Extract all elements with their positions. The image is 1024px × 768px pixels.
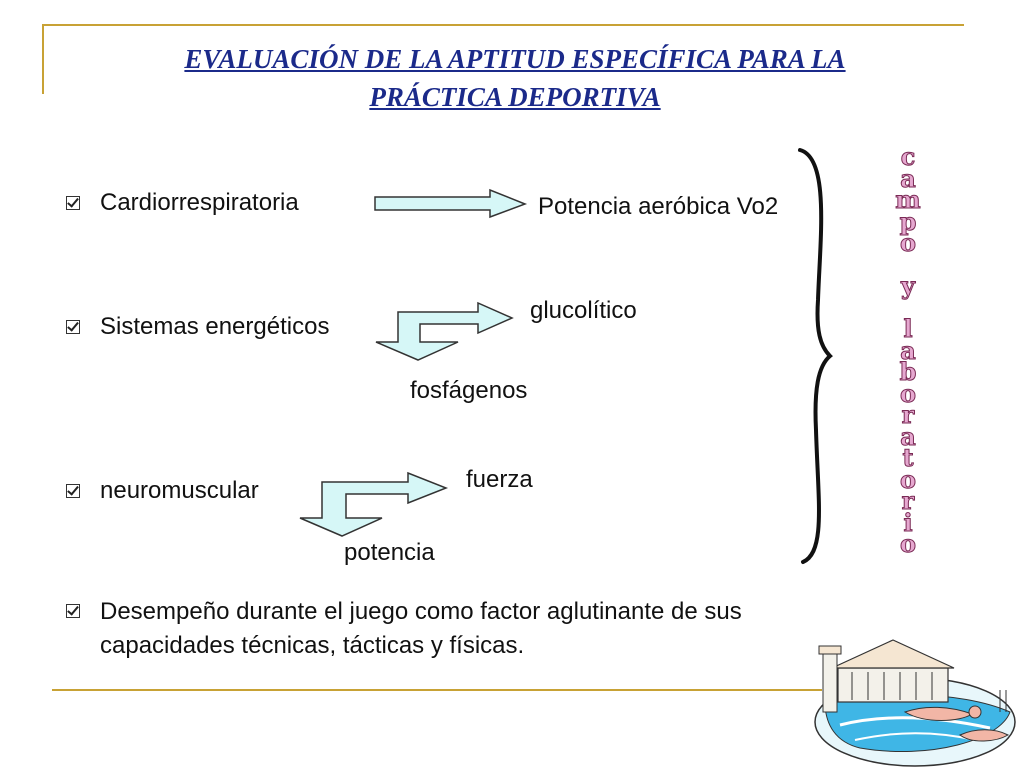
vertical-word-letter: o [899,464,916,494]
label-fuerza: fuerza [466,466,533,493]
vertical-word-letter: a [900,335,917,365]
bent-arrow-icon [299,471,449,537]
bullet-sistemas-energeticos: Sistemas energéticos [100,313,330,340]
label-fosfagenos: fosfágenos [410,377,528,404]
checkbox-icon [66,196,80,210]
bullet-desempeno-line-1: Desempeño durante el juego como factor a… [100,598,742,625]
bullet-neuromuscular: neuromuscular [100,477,259,504]
frame-left-line [42,24,44,94]
vertical-word-letter: a [900,163,917,193]
vertical-word-letter: i [903,507,913,537]
arrow-right-icon [374,188,528,219]
bullet-desempeno: Desempeño durante el juego como factor a… [100,595,900,663]
label-potencia-aerobica: Potencia aeróbica Vo2 [538,193,779,220]
label-glucolitico: glucolítico [530,297,637,324]
vertical-word-letter: o [899,228,916,257]
curly-brace-icon [798,148,833,564]
bullet-desempeno-line-2: capacidades técnicas, tácticas y físicas… [100,632,525,659]
vertical-word-letter: r [901,400,915,429]
vertical-word-letter: t [902,443,914,472]
checkbox-icon [66,604,80,618]
slide-title: EVALUACIÓN DE LA APTITUD ESPECÍFICA PARA… [60,40,970,116]
vertical-word-letter: l [903,314,913,343]
vertical-word-letter: b [899,357,917,386]
vertical-word-letter: m [895,185,921,214]
frame-top-line [42,24,964,26]
bent-arrow-icon [375,301,514,361]
title-line-2: PRÁCTICA DEPORTIVA [369,82,661,112]
vertical-word-letter: y [901,271,916,300]
label-potencia: potencia [344,539,435,566]
vertical-word-letter: o [899,529,916,558]
frame-bottom-line [52,689,822,691]
vertical-word-letter: o [899,378,916,408]
checkbox-icon [66,484,80,498]
vertical-word-letter: c [900,142,916,171]
title-line-1: EVALUACIÓN DE LA APTITUD ESPECÍFICA PARA… [184,44,846,74]
bullet-cardiorrespiratoria: Cardiorrespiratoria [100,189,299,216]
vertical-word-letter: r [901,486,915,515]
pool-illustration [814,639,1016,767]
checkbox-icon [66,320,80,334]
vertical-word-letter: a [900,421,917,451]
vertical-word-letter: p [899,206,917,236]
